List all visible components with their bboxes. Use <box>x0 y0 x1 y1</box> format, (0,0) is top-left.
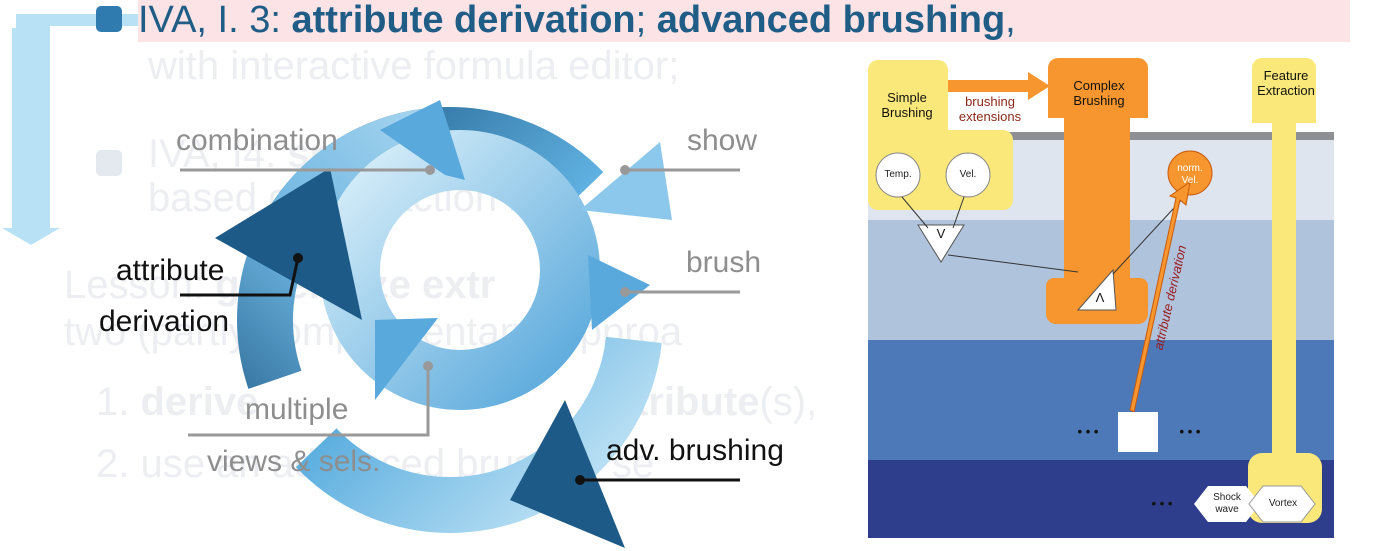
edge-vel-or <box>952 196 965 229</box>
label-multiple: multiple <box>245 393 349 426</box>
arrowhead-show <box>580 142 672 220</box>
leader-attribute <box>180 257 300 297</box>
leader-dot-combination <box>425 165 435 175</box>
shock-wave-label: Shock wave <box>1213 492 1241 515</box>
label-derivation: derivation <box>99 305 230 338</box>
title-separator: ; <box>635 0 657 41</box>
complex-brushing-shape <box>1046 58 1148 324</box>
title-suffix: , <box>1005 0 1016 41</box>
leader-dot-brush <box>620 287 630 297</box>
cycle-diagram <box>180 100 740 548</box>
leader-dot-attribute <box>293 253 303 263</box>
label-brush: brush <box>686 246 762 279</box>
or-symbol: V <box>936 226 946 241</box>
label-show: show <box>687 124 758 157</box>
ellipsis-left: • • • <box>1077 424 1099 439</box>
title-bold-attribute-derivation: attribute derivation <box>291 0 636 41</box>
label-attribute: attribute <box>116 254 225 287</box>
white-square <box>1118 412 1158 452</box>
and-symbol: Λ <box>1095 290 1105 305</box>
simple-brushing-label: Simple Brushing <box>881 90 933 120</box>
arrowhead-multiple <box>375 318 438 400</box>
vel-node <box>945 152 991 198</box>
label-combination: combination <box>176 124 338 157</box>
band-4 <box>868 340 1334 460</box>
attribute-derivation-arrow <box>1129 180 1191 413</box>
arrowhead-combination <box>380 100 465 180</box>
complex-brushing-label: Complex Brushing <box>1073 78 1125 108</box>
faded-item-1-number: 1. <box>96 380 130 424</box>
brushing-extensions-label: brushing extensions <box>958 94 1022 124</box>
faded-line-1: with interactive formula editor; <box>148 44 680 88</box>
outer-ring-lower <box>237 107 663 533</box>
temp-node <box>875 152 921 198</box>
faded-item-2-number: 2. <box>96 442 130 486</box>
faded-line-4-prefix: Lesson: <box>64 263 216 307</box>
leader-multiple <box>188 366 430 437</box>
temp-label: Temp. <box>884 169 912 180</box>
and-triangle <box>1076 268 1117 311</box>
ellipsis-bottom: • • • <box>1151 496 1173 511</box>
edge-or-and <box>947 254 1079 273</box>
faded-item-1-bold: derive <box>140 380 259 424</box>
title-prefix: IVA, I. 3: <box>138 0 292 41</box>
outline-down-arrow <box>2 14 138 245</box>
shock-wave-hexagon <box>1194 486 1260 522</box>
vortex-label: Vortex <box>1268 498 1298 509</box>
title-bold-advanced-brushing: advanced brushing <box>656 0 1006 41</box>
norm-vel-label: norm. Vel. <box>1177 163 1203 186</box>
arrowhead-brush <box>588 255 650 330</box>
feature-extraction-shape <box>1248 58 1322 523</box>
edge-temp-or <box>901 196 929 229</box>
brushing-diagram-panel: Simple Brushing brushing extensions Comp… <box>868 50 1334 538</box>
arrowhead-adv-brushing <box>510 400 625 548</box>
slide-title: IVA, I. 3: attribute derivation; advance… <box>138 0 1350 42</box>
leader-dot-adv-brushing <box>575 475 585 485</box>
faded-item-1: 1. derive attribute(s), <box>96 380 817 424</box>
or-triangle <box>917 224 965 263</box>
faded-bullet-icon <box>96 150 122 176</box>
panel-graphics <box>868 58 1322 523</box>
title-bullet-icon <box>96 6 122 32</box>
leader-dot-show <box>620 165 630 175</box>
vortex-hexagon <box>1248 485 1316 523</box>
arrowhead-attribute <box>215 168 362 320</box>
feature-extraction-label: Feature Extraction <box>1257 68 1315 98</box>
label-views-sels: views & sels. <box>207 445 381 478</box>
norm-vel-node <box>1167 150 1213 196</box>
label-adv-brushing: adv. brushing <box>606 434 784 467</box>
brushing-extensions-arrow <box>948 72 1050 100</box>
ellipsis-right: • • • <box>1179 424 1201 439</box>
vel-label: Vel. <box>959 169 977 180</box>
leader-dot-multiple <box>423 361 433 371</box>
faded-item-1-tail: (s), <box>759 380 818 424</box>
